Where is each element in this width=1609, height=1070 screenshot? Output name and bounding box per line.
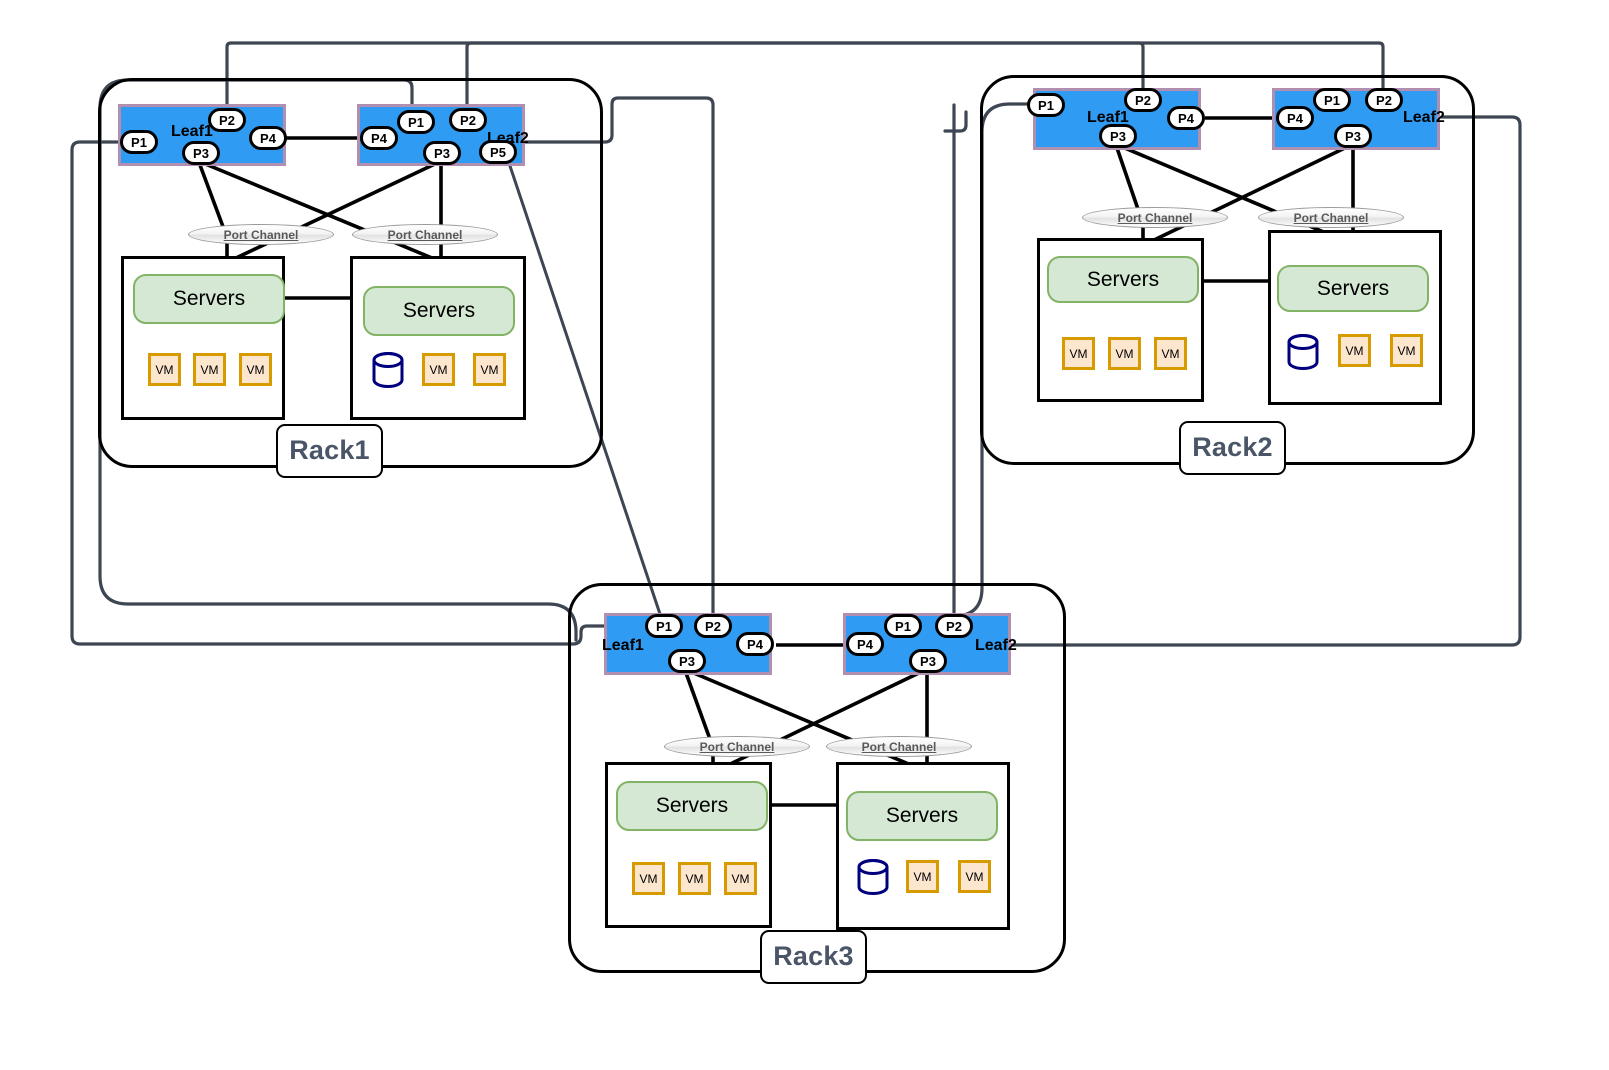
rack2-server-box-2[interactable] — [1268, 230, 1442, 405]
rack3-servers-2[interactable]: Servers — [846, 791, 998, 841]
rack3-vm-1[interactable]: VM — [632, 862, 665, 895]
rack2-leaf1-port-p4[interactable]: P4 — [1167, 106, 1205, 130]
rack1-leaf1-port-p3[interactable]: P3 — [182, 141, 220, 165]
wire-r1leaf2p5-r3leaf1p1 — [507, 161, 666, 628]
rack3-port-channel-2-label: Port Channel — [861, 739, 937, 754]
rack2-port-channel-2-label: Port Channel — [1293, 210, 1369, 225]
rack1-label: Rack1 — [276, 424, 383, 478]
rack3-database-icon — [856, 858, 890, 896]
rack1-port-channel-2[interactable]: Port Channel — [352, 224, 498, 245]
rack1-leaf2-port-p5[interactable]: P5 — [479, 140, 517, 164]
rack3-leaf2-name: Leaf2 — [975, 637, 1017, 654]
rack1-leaf2-port-p4[interactable]: P4 — [360, 126, 398, 150]
rack1-leaf1-port-p1[interactable]: P1 — [120, 130, 158, 154]
rack2-servers-2[interactable]: Servers — [1277, 265, 1429, 312]
rack3-port-channel-2[interactable]: Port Channel — [826, 736, 972, 757]
rack2-port-channel-2[interactable]: Port Channel — [1258, 207, 1404, 228]
wire-r1leaf1p1-r3leaf1 — [70, 140, 607, 646]
wire-r2-top-left-curve — [943, 110, 968, 133]
rack2-leaf2-port-p1[interactable]: P1 — [1313, 88, 1351, 112]
rack2-leaf1-port-p2[interactable]: P2 — [1124, 88, 1162, 112]
rack2-port-channel-1[interactable]: Port Channel — [1082, 207, 1228, 228]
rack1-servers-2[interactable]: Servers — [363, 286, 515, 336]
rack2-vm-2[interactable]: VM — [1108, 337, 1141, 370]
rack1-vm-5[interactable]: VM — [473, 353, 506, 386]
rack2-vm-1[interactable]: VM — [1062, 337, 1095, 370]
wire-r1leaf2p2-r2leaf2p2 — [465, 41, 1385, 110]
rack1-leaf2-port-p3[interactable]: P3 — [423, 141, 461, 165]
rack3-vm-2[interactable]: VM — [678, 862, 711, 895]
rack3-leaf1-port-p4[interactable]: P4 — [736, 632, 774, 656]
rack2-vm-4[interactable]: VM — [1338, 334, 1371, 367]
rack2-leaf1-port-p3[interactable]: P3 — [1099, 124, 1137, 148]
rack1-database-icon — [371, 351, 405, 389]
rack3-leaf1-port-p2[interactable]: P2 — [694, 614, 732, 638]
rack1-vm-4[interactable]: VM — [422, 353, 455, 386]
wire-r2leaf2-right-r3leaf2 — [1010, 115, 1522, 647]
rack1-server-box-2[interactable] — [350, 256, 526, 420]
rack3-leaf1-port-p3[interactable]: P3 — [668, 649, 706, 673]
rack1-vm-3[interactable]: VM — [239, 353, 272, 386]
r2-leaf1p3-pc1 — [1115, 147, 1142, 216]
rack2-leaf2-port-p3[interactable]: P3 — [1334, 124, 1372, 148]
rack3-port-channel-1-label: Port Channel — [699, 739, 775, 754]
rack1-servers-1[interactable]: Servers — [133, 274, 285, 324]
rack2-port-channel-1-label: Port Channel — [1117, 210, 1193, 225]
rack3-leaf2-port-p2[interactable]: P2 — [935, 614, 973, 638]
rack1-leaf1-port-p2[interactable]: P2 — [208, 108, 246, 132]
rack1-vm-1[interactable]: VM — [148, 353, 181, 386]
rack2-leaf2-port-p2[interactable]: P2 — [1365, 88, 1403, 112]
rack2-leaf2-name: Leaf2 — [1403, 109, 1445, 126]
rack2-leaf1-port-p1[interactable]: P1 — [1027, 93, 1065, 117]
rack1-leaf2-port-p1[interactable]: P1 — [397, 110, 435, 134]
rack2-servers-1[interactable]: Servers — [1047, 256, 1199, 303]
rack3-leaf1-name: Leaf1 — [602, 637, 644, 654]
rack1-port-channel-1[interactable]: Port Channel — [188, 224, 334, 245]
rack3-leaf2-port-p3[interactable]: P3 — [909, 649, 947, 673]
rack3-label: Rack3 — [760, 930, 867, 984]
r1-leaf1p3-pc1 — [198, 164, 227, 233]
rack2-label: Rack2 — [1179, 421, 1286, 475]
rack2-leaf2-port-p4[interactable]: P4 — [1276, 106, 1314, 130]
rack1-leaf1-port-p4[interactable]: P4 — [249, 126, 287, 150]
rack2-vm-3[interactable]: VM — [1154, 337, 1187, 370]
rack3-leaf1-port-p1[interactable]: P1 — [645, 614, 683, 638]
rack3-leaf2-port-p1[interactable]: P1 — [884, 614, 922, 638]
wire-r1leaf2-right-r3leaf1p2 — [523, 96, 715, 622]
rack3-servers-1[interactable]: Servers — [616, 781, 768, 831]
rack3-server-box-2[interactable] — [836, 762, 1010, 930]
rack1-vm-2[interactable]: VM — [193, 353, 226, 386]
rack1-leaf2-port-p2[interactable]: P2 — [449, 108, 487, 132]
rack3-vm-3[interactable]: VM — [724, 862, 757, 895]
rack3-vm-4[interactable]: VM — [906, 860, 939, 893]
rack3-leaf2-port-p4[interactable]: P4 — [846, 632, 884, 656]
rack2-database-icon — [1286, 333, 1320, 371]
rack2-leaf1-name: Leaf1 — [1087, 109, 1129, 126]
r3-leaf1p3-pc1 — [684, 672, 713, 743]
rack1-port-channel-2-label: Port Channel — [387, 227, 463, 242]
rack3-port-channel-1[interactable]: Port Channel — [664, 736, 810, 757]
rack1-leaf1-name: Leaf1 — [171, 123, 213, 140]
rack3-vm-5[interactable]: VM — [958, 860, 991, 893]
rack1-port-channel-1-label: Port Channel — [223, 227, 299, 242]
rack2-vm-5[interactable]: VM — [1390, 334, 1423, 367]
